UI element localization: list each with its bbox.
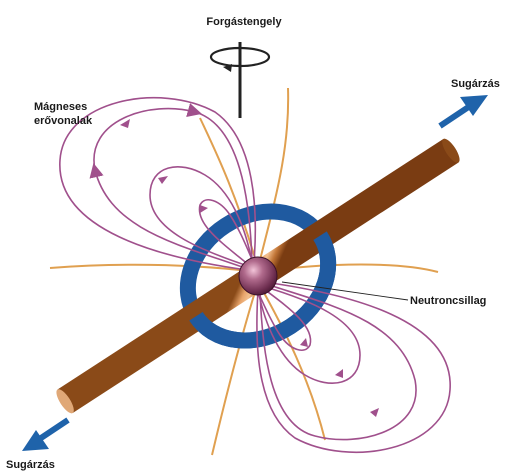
field-arrow-icon bbox=[370, 408, 379, 417]
field-arrow-icon bbox=[120, 119, 130, 128]
field-line bbox=[94, 109, 252, 268]
current-line bbox=[50, 265, 258, 272]
field-line bbox=[257, 282, 450, 452]
field-lines-label-line1: Mágneses bbox=[34, 101, 87, 113]
neutron-star bbox=[239, 257, 277, 295]
rotation-axis-label: Forgástengely bbox=[206, 16, 282, 28]
radiation-top-label: Sugárzás bbox=[451, 78, 500, 90]
rotation-axis bbox=[211, 42, 269, 118]
current-line bbox=[258, 88, 288, 268]
field-lines-label-line2: erővonalak bbox=[34, 115, 93, 127]
field-arrow-icon bbox=[158, 176, 168, 184]
field-arrow-icon bbox=[200, 205, 208, 213]
neutron-star-label: Neutroncsillag bbox=[410, 295, 486, 307]
radiation-arrow-bottom bbox=[22, 420, 68, 451]
radiation-bottom-label: Sugárzás bbox=[6, 459, 55, 471]
field-arrow-icon bbox=[300, 338, 308, 347]
field-line bbox=[260, 284, 416, 440]
radiation-arrow-top bbox=[440, 95, 488, 126]
field-arrow-icon bbox=[335, 369, 343, 378]
